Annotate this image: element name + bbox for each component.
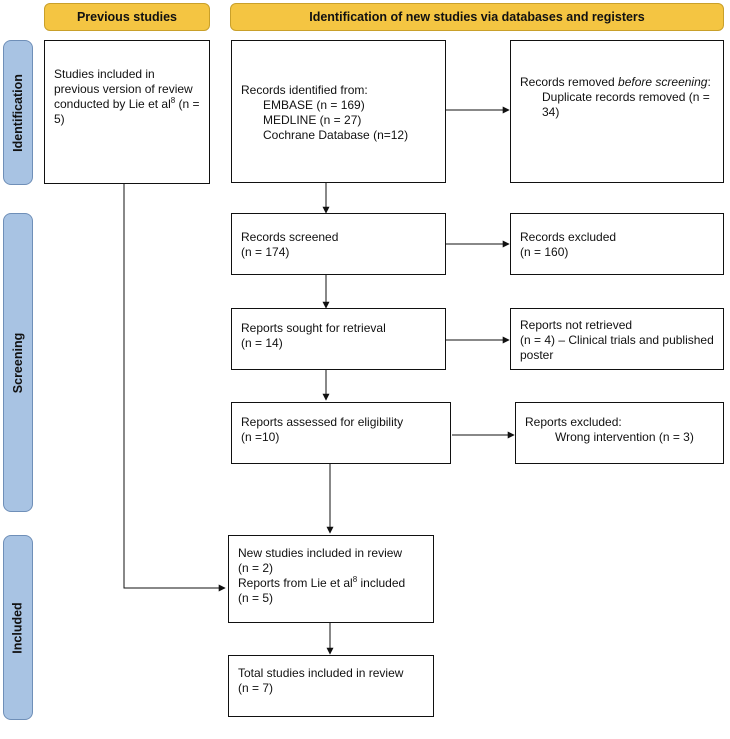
- reports-not-retrieved-detail: (n = 4) – Clinical trials and published …: [520, 333, 714, 362]
- records-removed-box: Records removed before screening: Duplic…: [510, 40, 724, 183]
- source-cochrane: Cochrane Database (n=12): [263, 128, 409, 142]
- reports-from-lie-suffix: included: [357, 576, 406, 590]
- previous-studies-ref: 8: [170, 96, 176, 105]
- previous-studies-header: Previous studies: [44, 3, 210, 31]
- records-removed-emphasis: before screening: [618, 75, 708, 89]
- duplicate-records-removed: Duplicate records removed (n = 34): [542, 90, 710, 119]
- records-excluded-box: Records excluded (n = 160): [510, 213, 724, 275]
- records-excluded-count: (n = 160): [520, 245, 569, 259]
- records-excluded-title: Records excluded: [520, 230, 617, 244]
- source-medline: MEDLINE (n = 27): [263, 113, 362, 127]
- reports-not-retrieved-title: Reports not retrieved: [520, 318, 633, 332]
- reports-assessed-count: (n =10): [241, 430, 280, 444]
- reports-from-lie-count: (n = 5): [238, 591, 274, 605]
- reports-excluded-box: Reports excluded: Wrong intervention (n …: [515, 402, 724, 464]
- total-studies-box: Total studies included in review (n = 7): [228, 655, 434, 717]
- records-screened-count: (n = 174): [241, 245, 290, 259]
- arrow-previous-to-new-included: [123, 183, 226, 592]
- reports-excluded-title: Reports excluded:: [525, 415, 622, 429]
- previous-studies-box: Studies included in previous version of …: [44, 40, 210, 184]
- reports-from-lie-label: Reports from Lie et al8 included: [238, 576, 424, 591]
- new-studies-included-count: (n = 2): [238, 561, 274, 575]
- records-screened-box: Records screened (n = 174): [231, 213, 446, 275]
- new-studies-header: Identification of new studies via databa…: [230, 3, 724, 31]
- reports-not-retrieved-box: Reports not retrieved (n = 4) – Clinical…: [510, 308, 724, 370]
- new-studies-included-box: New studies included in review (n = 2) R…: [228, 535, 434, 623]
- reports-sought-box: Reports sought for retrieval (n = 14): [231, 308, 446, 370]
- total-studies-title: Total studies included in review: [238, 666, 404, 680]
- reports-from-lie-ref: 8: [352, 575, 358, 584]
- records-removed-colon: :: [707, 75, 711, 89]
- source-embase: EMBASE (n = 169): [263, 98, 365, 112]
- new-studies-header-label: Identification of new studies via databa…: [309, 10, 645, 24]
- reports-sought-count: (n = 14): [241, 336, 283, 350]
- previous-studies-text: Studies included in previous version of …: [54, 67, 193, 111]
- previous-studies-header-label: Previous studies: [76, 10, 178, 24]
- records-screened-title: Records screened: [241, 230, 339, 244]
- reports-assessed-title: Reports assessed for eligibility: [241, 415, 404, 429]
- new-studies-included-label: New studies included in review: [238, 546, 403, 560]
- phase-included: Included: [3, 535, 33, 720]
- total-studies-count: (n = 7): [238, 681, 274, 695]
- reports-from-lie-text: Reports from Lie et al: [238, 576, 353, 590]
- previous-studies-count: (n = 5): [54, 97, 200, 126]
- records-identified-title: Records identified from:: [241, 83, 368, 97]
- reports-sought-title: Reports sought for retrieval: [241, 321, 386, 335]
- reports-assessed-box: Reports assessed for eligibility (n =10): [231, 402, 451, 464]
- records-identified-box: Records identified from: EMBASE (n = 169…: [231, 40, 446, 183]
- phase-identification: Identification: [3, 40, 33, 185]
- records-removed-label: Records removed: [520, 75, 619, 89]
- reports-excluded-detail: Wrong intervention (n = 3): [555, 430, 694, 444]
- phase-screening: Screening: [3, 213, 33, 512]
